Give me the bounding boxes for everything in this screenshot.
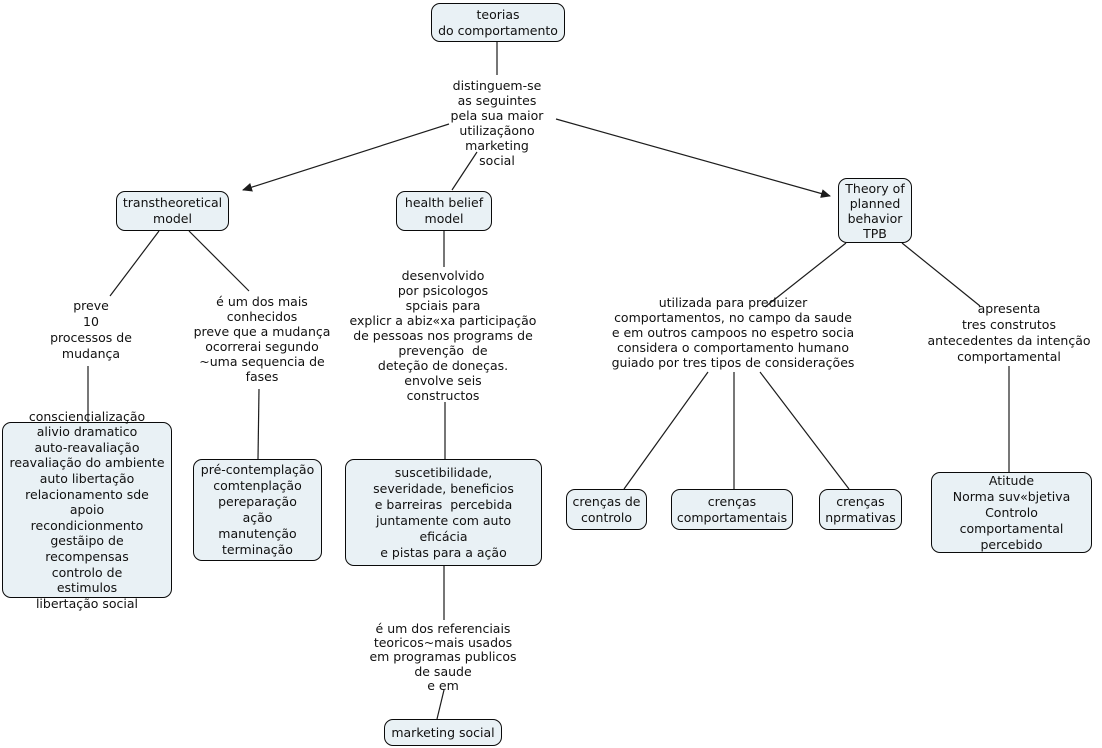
node-health-belief-model[interactable]: health belief model	[396, 191, 492, 231]
edge-referenciais-marketing	[436, 689, 445, 720]
label-utilizada-para-predizer[interactable]: utilizada para preduizer comportamentos,…	[611, 295, 855, 370]
label-desenvolvido-por-psicologos[interactable]: desenvolvido por psicologos spciais para…	[349, 268, 537, 403]
label-preve-10-processos[interactable]: preve 10 processos de mudança	[50, 298, 132, 361]
node-processos-de-mudanca-list[interactable]: consciencialização alivio dramatico auto…	[2, 409, 172, 611]
node-atitude-norma-controlo[interactable]: Atitude Norma suv«bjetiva Controlo compo…	[931, 472, 1092, 553]
node-teorias-do-comportamento[interactable]: teorias do comportamento	[431, 3, 565, 42]
node-theory-of-planned-behavior[interactable]: Theory of planned behavior TPB	[838, 178, 912, 243]
label-um-dos-mais-conhecidos[interactable]: é um dos mais conhecidos preve que a mud…	[193, 294, 331, 384]
edge-tpb-utilizada	[764, 242, 847, 308]
node-marketing-social[interactable]: marketing social	[384, 719, 502, 746]
node-crencas-normativas[interactable]: crenças nprmativas	[819, 489, 902, 530]
edge-distinguem-tpb-arrow	[555, 118, 831, 198]
edge-ttm-preve	[109, 230, 160, 297]
label-distinguem-se[interactable]: distinguem-se as seguintes pela sua maio…	[450, 78, 544, 168]
edge-distinguem-ttm-arrow	[242, 123, 450, 192]
edge-conhecido-stages	[257, 388, 260, 460]
edge-distinguem-hbm	[451, 151, 478, 191]
label-referenciais-teoricos[interactable]: é um dos referenciais teoricos~mais usad…	[369, 621, 517, 693]
node-crencas-comportamentais[interactable]: crenças comportamentais	[671, 489, 793, 530]
edge-ttm-conhecido	[188, 230, 250, 292]
node-fases-list[interactable]: pré-contemplação comtenplação pereparaçã…	[193, 459, 322, 561]
edge-tpb-apresenta	[901, 242, 981, 307]
edge-utilizada-crencas-normativas	[759, 371, 850, 490]
node-crencas-de-controlo[interactable]: crenças de controlo	[566, 489, 647, 530]
node-transtheoretical-model[interactable]: transtheoretical model	[116, 191, 229, 231]
label-apresenta-tres-construtos[interactable]: apresenta tres construtos antecedentes d…	[927, 301, 1091, 364]
edge-utilizada-crencas-controlo	[623, 371, 709, 490]
node-seis-constructos[interactable]: suscetibilidade, severidade, beneficios …	[345, 459, 542, 566]
